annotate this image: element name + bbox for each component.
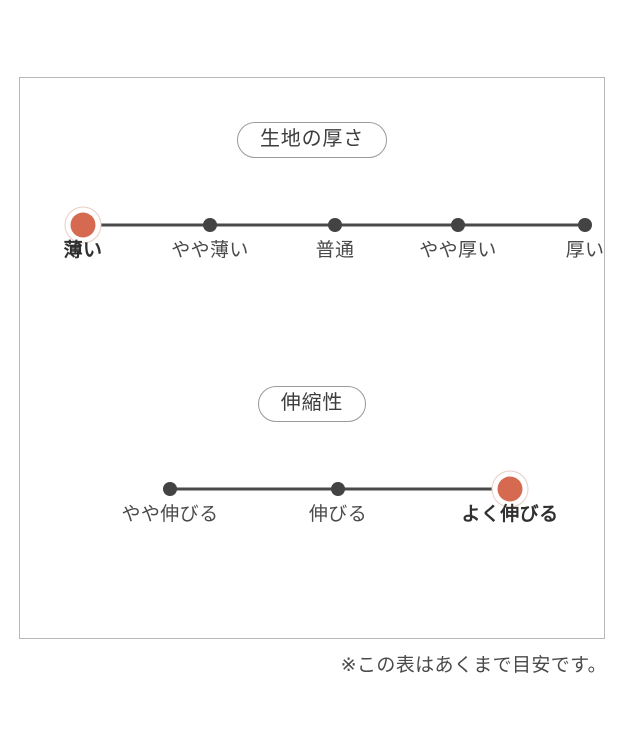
thickness-label-4: 厚い xyxy=(565,240,605,261)
stretch-label-2: よく伸びる xyxy=(461,504,559,525)
stretch-title-pill: 伸縮性 xyxy=(257,386,367,422)
thickness-labels-row: 薄い やや薄い 普通 やや厚い 厚い xyxy=(20,238,604,264)
stretch-node-0[interactable] xyxy=(163,482,177,496)
stretch-label-1: 伸びる xyxy=(308,504,368,525)
thickness-node-0[interactable] xyxy=(70,212,96,238)
spec-chart-card: 生地の厚さ 薄い やや薄い 普通 やや厚い 厚い 伸縮性 やや xyxy=(19,77,605,639)
thickness-label-0: 薄い xyxy=(63,240,103,261)
thickness-node-2[interactable] xyxy=(328,218,342,232)
stretch-labels-row: やや伸びる 伸びる よく伸びる xyxy=(20,502,604,528)
thickness-node-1[interactable] xyxy=(203,218,217,232)
thickness-label-2: 普通 xyxy=(315,240,355,261)
thickness-title-pill: 生地の厚さ xyxy=(237,122,387,158)
thickness-track-area xyxy=(20,202,604,248)
thickness-scale-section: 生地の厚さ 薄い やや薄い 普通 やや厚い 厚い xyxy=(20,122,604,261)
stretch-node-2[interactable] xyxy=(497,476,523,502)
thickness-label-3: やや厚い xyxy=(419,240,497,261)
stretch-scale-section: 伸縮性 やや伸びる 伸びる よく伸びる xyxy=(20,386,604,525)
stretch-title-wrap: 伸縮性 xyxy=(20,386,604,422)
thickness-node-3[interactable] xyxy=(451,218,465,232)
thickness-title-wrap: 生地の厚さ xyxy=(20,122,604,158)
stretch-node-1[interactable] xyxy=(331,482,345,496)
chart-footnote: ※この表はあくまで目安です。 xyxy=(340,655,607,676)
thickness-node-4[interactable] xyxy=(578,218,592,232)
stretch-track-area xyxy=(20,466,604,512)
thickness-label-1: やや薄い xyxy=(171,240,249,261)
stretch-label-0: やや伸びる xyxy=(121,504,219,525)
